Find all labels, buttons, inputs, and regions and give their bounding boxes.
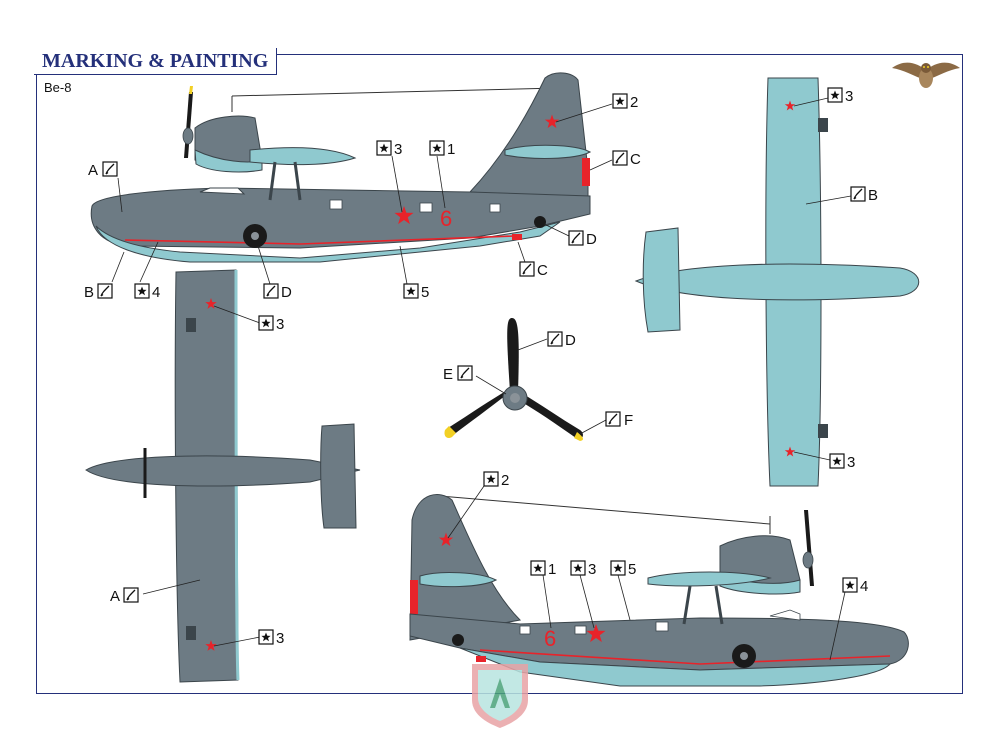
marker-3: 3 [847, 454, 855, 471]
marker-1: 1 [447, 141, 455, 158]
marker-5: 5 [421, 284, 429, 301]
decal-icon [258, 315, 274, 331]
marker-3: 3 [588, 561, 596, 578]
marker-A: A [110, 588, 120, 605]
decal-icon [258, 629, 274, 645]
marker-5: 5 [628, 561, 636, 578]
paint-icon [457, 365, 473, 381]
marker-C: C [537, 262, 548, 279]
decal-icon [610, 560, 626, 576]
aircraft-name: Be-8 [44, 80, 72, 95]
owl-logo-icon [892, 62, 960, 88]
marker-2: 2 [501, 472, 509, 489]
marker-3: 3 [394, 141, 402, 158]
decal-icon [827, 87, 843, 103]
decal-icon [483, 471, 499, 487]
marker-D: D [586, 231, 597, 248]
paint-icon [519, 261, 535, 277]
decal-icon [530, 560, 546, 576]
marker-2: 2 [630, 94, 638, 111]
marker-D: D [281, 284, 292, 301]
marker-B: B [868, 187, 878, 204]
decal-icon [829, 453, 845, 469]
paint-icon [612, 150, 628, 166]
paint-icon [263, 283, 279, 299]
paint-icon [547, 331, 563, 347]
paint-icon [850, 186, 866, 202]
decal-icon [403, 283, 419, 299]
paint-icon [123, 587, 139, 603]
decal-icon [429, 140, 445, 156]
side-view-right: 6 [409, 494, 909, 687]
marker-3: 3 [276, 630, 284, 647]
marker-D: D [565, 332, 576, 349]
marker-C: C [630, 151, 641, 168]
marker-1: 1 [548, 561, 556, 578]
decal-icon [376, 140, 392, 156]
paint-icon [568, 230, 584, 246]
tail-number-top: 6 [440, 206, 452, 231]
marker-B: B [84, 284, 94, 301]
bottom-view [634, 77, 920, 487]
top-view [85, 269, 361, 683]
paint-icon [97, 283, 113, 299]
marker-A: A [88, 162, 98, 179]
side-view-left: 6 [90, 72, 592, 263]
marker-F: F [624, 412, 633, 429]
decal-icon [612, 93, 628, 109]
title-tab: MARKING & PAINTING [34, 48, 278, 75]
decal-icon [570, 560, 586, 576]
paint-icon [605, 411, 621, 427]
marker-3: 3 [276, 316, 284, 333]
marker-4: 4 [860, 578, 868, 595]
propeller-detail [444, 318, 584, 441]
tail-number-bottom: 6 [544, 626, 556, 651]
page-title: MARKING & PAINTING [42, 50, 269, 72]
paint-icon [102, 161, 118, 177]
marker-3: 3 [845, 88, 853, 105]
decal-icon [134, 283, 150, 299]
marker-E: E [443, 366, 453, 383]
marker-4: 4 [152, 284, 160, 301]
shield-watermark-icon [472, 664, 528, 728]
decal-icon [842, 577, 858, 593]
